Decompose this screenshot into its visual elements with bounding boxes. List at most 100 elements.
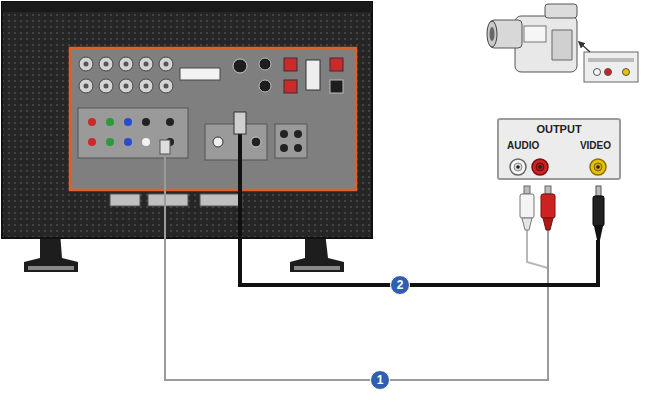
bnc-connectors bbox=[144, 62, 149, 67]
rca-plugs bbox=[520, 186, 604, 240]
jack-inset bbox=[588, 58, 634, 62]
highlight-frame bbox=[70, 48, 356, 190]
camcorder bbox=[545, 4, 577, 18]
jack-inset bbox=[579, 42, 638, 82]
bnc-connectors bbox=[159, 79, 173, 93]
callout-number: 1 bbox=[370, 370, 390, 390]
monitor-stand bbox=[294, 266, 340, 270]
rear-connectors bbox=[294, 130, 302, 138]
rear-connectors bbox=[78, 108, 188, 158]
output-panel bbox=[532, 159, 548, 175]
monitor-rear bbox=[70, 48, 356, 190]
rear-connectors bbox=[284, 58, 297, 71]
rear-connectors bbox=[166, 118, 174, 126]
rear-connectors bbox=[88, 118, 96, 126]
bnc-connectors bbox=[119, 79, 133, 93]
output-panel bbox=[514, 163, 522, 171]
bnc-connectors bbox=[84, 84, 89, 89]
output-panel bbox=[510, 159, 526, 175]
audio-cable bbox=[165, 150, 548, 380]
output-panel bbox=[594, 163, 602, 171]
output-panel bbox=[590, 159, 606, 175]
bnc-connectors bbox=[164, 84, 169, 89]
bnc-connectors bbox=[79, 57, 93, 71]
bnc-connectors bbox=[144, 84, 149, 89]
monitor-rear bbox=[2, 2, 372, 238]
camcorder bbox=[524, 26, 546, 42]
bnc-connectors bbox=[79, 79, 93, 93]
rear-connectors bbox=[142, 138, 150, 146]
camcorder bbox=[490, 27, 495, 41]
jack-label-row: AUDIO VIDEO bbox=[507, 140, 611, 152]
rear-connectors bbox=[275, 124, 307, 158]
rca-plugs bbox=[594, 226, 603, 240]
rca-plugs bbox=[596, 186, 601, 196]
rear-connectors bbox=[106, 138, 114, 146]
output-panel-box: OUTPUT AUDIO VIDEO bbox=[497, 118, 621, 180]
audio-cable bbox=[165, 150, 548, 380]
rear-connectors bbox=[294, 144, 302, 152]
camcorder bbox=[487, 21, 497, 47]
rear-connectors bbox=[200, 194, 242, 206]
camcorder bbox=[552, 30, 572, 60]
rear-connectors bbox=[78, 58, 343, 206]
rear-connectors bbox=[259, 58, 271, 70]
rca-plugs bbox=[522, 218, 532, 230]
rear-connectors bbox=[330, 58, 343, 71]
output-panel bbox=[497, 118, 621, 180]
output-panel bbox=[538, 165, 542, 169]
output-panel bbox=[596, 165, 600, 169]
rear-connectors bbox=[251, 137, 261, 147]
cable-plug bbox=[234, 112, 246, 134]
rear-connectors bbox=[124, 138, 132, 146]
rca-plugs bbox=[593, 196, 604, 226]
jack-inset bbox=[623, 69, 630, 76]
rear-connectors bbox=[259, 80, 271, 92]
output-panel bbox=[497, 118, 621, 180]
audio-cable bbox=[527, 228, 548, 268]
jack-inset bbox=[594, 69, 601, 76]
output-panel bbox=[536, 163, 544, 171]
bnc-connectors bbox=[139, 79, 153, 93]
rear-connectors bbox=[306, 60, 320, 90]
rca-plugs bbox=[541, 194, 555, 218]
rca-plugs bbox=[524, 186, 530, 194]
rca-plugs bbox=[545, 186, 551, 194]
rear-connectors bbox=[110, 194, 140, 206]
camcorder bbox=[487, 4, 577, 72]
bnc-connectors bbox=[164, 62, 169, 67]
bnc-connectors bbox=[104, 84, 109, 89]
bnc-connectors bbox=[99, 57, 113, 71]
bnc-connectors bbox=[124, 62, 129, 67]
monitor-stand bbox=[28, 266, 74, 270]
rear-connectors bbox=[213, 137, 223, 147]
bnc-connectors bbox=[99, 79, 113, 93]
cable-plug bbox=[160, 140, 170, 154]
bnc-connectors bbox=[139, 57, 153, 71]
output-panel bbox=[516, 165, 520, 169]
rear-connectors bbox=[233, 59, 247, 73]
bnc-connectors bbox=[119, 57, 133, 71]
bnc-connectors bbox=[79, 57, 173, 93]
rear-connectors bbox=[142, 118, 150, 126]
callout-number: 2 bbox=[390, 275, 410, 295]
monitor-rear bbox=[2, 2, 372, 12]
jack-inset bbox=[584, 52, 638, 82]
panel-heading: OUTPUT bbox=[507, 123, 611, 136]
bnc-connectors bbox=[159, 57, 173, 71]
rear-connectors bbox=[330, 80, 343, 93]
rear-connectors bbox=[284, 80, 297, 93]
rear-connectors bbox=[106, 118, 114, 126]
bnc-connectors bbox=[84, 62, 89, 67]
jack-label: VIDEO bbox=[580, 140, 611, 152]
rca-plugs bbox=[543, 218, 553, 230]
rear-connectors bbox=[180, 68, 220, 80]
jack-label: AUDIO bbox=[507, 140, 539, 152]
cable-plug bbox=[160, 112, 246, 154]
rear-connectors bbox=[88, 138, 96, 146]
rear-connectors bbox=[148, 194, 188, 206]
jack-inset bbox=[579, 42, 590, 52]
